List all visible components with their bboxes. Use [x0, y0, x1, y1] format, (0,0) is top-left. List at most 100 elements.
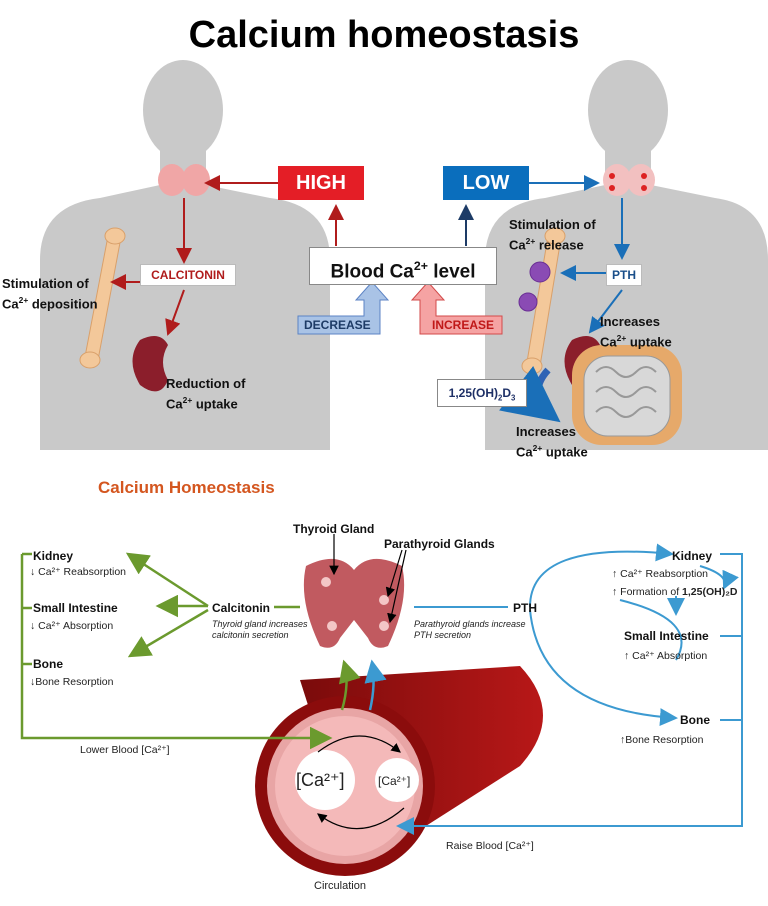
decrease-block-arrow	[297, 281, 390, 335]
left-red-line1: Reduction of	[166, 376, 246, 391]
right-inc2-ca: Ca	[516, 444, 533, 460]
left-kidney-icon	[132, 336, 168, 392]
low-box: LOW	[443, 166, 529, 200]
lower-blood-label: Lower Blood [Ca²⁺]	[80, 744, 170, 756]
main-title: Calcium homeostasis	[188, 14, 580, 56]
left-red-sup: 2+	[182, 395, 193, 405]
section2-title: Calcium Homeostasis	[98, 478, 275, 497]
blood-level-sup: 2+	[413, 259, 428, 273]
high-box: HIGH	[278, 166, 364, 200]
right-kidney-effect-1: ↑ Ca²⁺ Reabsorption	[612, 568, 708, 581]
left-bone-effect: ↓Bone Resorption	[30, 676, 113, 689]
raise-blood-label: Raise Blood [Ca²⁺]	[446, 840, 534, 852]
pth-note: Parathyroid glands increase PTH secretio…	[414, 619, 526, 641]
right-kidney-effect-2-text: Formation of	[620, 586, 683, 598]
vitd-sub: 2	[498, 393, 503, 403]
left-stim-line1: Stimulation of	[2, 276, 89, 291]
right-intestine-label: Small Intestine	[624, 629, 709, 643]
blood-ca-level-box: Blood Ca2+ level	[309, 247, 497, 285]
right-inc1-ca: Ca	[600, 334, 617, 350]
down-arrow-icon: ↓	[30, 620, 36, 632]
left-kidney-effect: ↓ Ca²⁺ Reabsorption	[30, 566, 126, 579]
pth-label: PTH	[513, 601, 537, 615]
right-kidney-label: Kidney	[672, 549, 713, 563]
right-inc2-tail: uptake	[542, 444, 588, 460]
pth-tag: PTH	[606, 264, 642, 286]
right-intestine-effect: ↑ Ca²⁺ Absorption	[624, 650, 707, 663]
right-inc2-sup: 2+	[532, 443, 543, 453]
right-stim-tail: release	[535, 237, 584, 253]
left-kidney-effect-text: Ca²⁺ Reabsorption	[38, 566, 127, 578]
top-illustration	[40, 60, 768, 450]
right-stim-line2: Ca2+ release	[509, 233, 596, 253]
calcitonin-note: Thyroid gland increases calcitonin secre…	[212, 619, 308, 641]
circulation-label: Circulation	[314, 880, 366, 892]
right-increases-uptake-1: Increases Ca2+ uptake	[600, 314, 672, 350]
parathyroid-glands-label: Parathyroid Glands	[384, 537, 495, 551]
right-bone-label: Bone	[680, 713, 710, 727]
left-red-line2: Ca2+ uptake	[166, 392, 245, 412]
right-bone-effect-text: Bone Resorption	[625, 734, 704, 746]
left-intestine-effect-text: Ca²⁺ Absorption	[38, 620, 114, 632]
increase-block-arrow	[410, 281, 503, 335]
bottom-thyroid-icon	[303, 558, 405, 648]
left-stim-tail: deposition	[28, 296, 98, 312]
calcitonin-label: Calcitonin	[212, 601, 271, 615]
right-inc2-line1: Increases	[516, 424, 576, 439]
left-intestine-effect: ↓ Ca²⁺ Absorption	[30, 620, 113, 633]
ca-big-label: [Ca²⁺]	[296, 770, 345, 790]
right-stimulation-label: Stimulation of Ca2+ release	[509, 217, 596, 253]
right-inc1-line1: Increases	[600, 314, 660, 329]
right-kidney-effect-2: ↑ Formation of 1,25(OH)₂D	[612, 586, 737, 599]
right-thyroid-icon	[603, 164, 655, 196]
left-thyroid-icon	[158, 164, 210, 196]
right-inc2-line2: Ca2+ uptake	[516, 440, 588, 460]
increase-label: INCREASE	[432, 318, 495, 332]
left-intestine-label: Small Intestine	[33, 601, 118, 615]
calcitonin-tag: CALCITONIN	[140, 264, 236, 286]
left-kidney-label: Kidney	[33, 549, 74, 563]
decrease-label: DECREASE	[304, 318, 371, 332]
vitd-tail: D	[502, 386, 512, 400]
down-arrow-icon: ↓	[30, 676, 36, 688]
left-red-tail: uptake	[192, 396, 238, 412]
blood-level-text: Blood Ca	[330, 261, 414, 283]
left-bone-label: Bone	[33, 657, 63, 671]
right-inc1-tail: uptake	[626, 334, 672, 350]
pth-note-line1: Parathyroid glands increase	[414, 619, 526, 629]
right-increases-uptake-2: Increases Ca2+ uptake	[516, 424, 588, 460]
vitd-text: 1,25(OH)	[448, 386, 498, 400]
right-stim-line1: Stimulation of	[509, 217, 596, 232]
ca-small-label: [Ca²⁺]	[378, 774, 411, 788]
left-bone-icon	[79, 227, 126, 369]
right-kidney-effect-1-text: Ca²⁺ Reabsorption	[620, 568, 709, 580]
right-stim-sup: 2+	[525, 236, 536, 246]
vitd-formula: 1,25(OH)₂D	[682, 586, 738, 598]
up-arrow-icon: ↑	[620, 734, 626, 746]
left-stim-line2: Ca2+ deposition	[2, 292, 98, 312]
vitd-tag: 1,25(OH)2D3	[437, 379, 527, 407]
down-arrow-icon: ↓	[30, 566, 36, 578]
blood-vessel-icon	[255, 666, 543, 876]
left-stim-sup: 2+	[18, 295, 29, 305]
bottom-diagram	[20, 534, 743, 876]
right-bone-effect: ↑Bone Resorption	[620, 734, 703, 747]
right-intestine-effect-text: Ca²⁺ Absorption	[632, 650, 708, 662]
pth-note-line2: PTH secretion	[414, 630, 472, 640]
up-arrow-icon: ↑	[612, 568, 618, 580]
right-stim-ca: Ca	[509, 237, 526, 253]
left-bone-effect-text: Bone Resorption	[35, 676, 114, 688]
vitd-sub2: 3	[511, 393, 516, 403]
intestines-icon	[572, 345, 682, 445]
right-inc1-line2: Ca2+ uptake	[600, 330, 672, 350]
right-inc1-sup: 2+	[616, 333, 627, 343]
left-red-ca: Ca	[166, 396, 183, 412]
left-stimulation-label: Stimulation of Ca2+ deposition	[2, 276, 98, 312]
left-stim-ca: Ca	[2, 296, 19, 312]
calcitonin-note-line2: calcitonin secretion	[212, 630, 289, 640]
blood-level-tail: level	[427, 261, 476, 283]
up-arrow-icon: ↑	[624, 650, 630, 662]
up-arrow-icon: ↑	[612, 586, 618, 598]
calcitonin-note-line1: Thyroid gland increases	[212, 619, 308, 629]
right-bone-icon	[518, 227, 566, 375]
